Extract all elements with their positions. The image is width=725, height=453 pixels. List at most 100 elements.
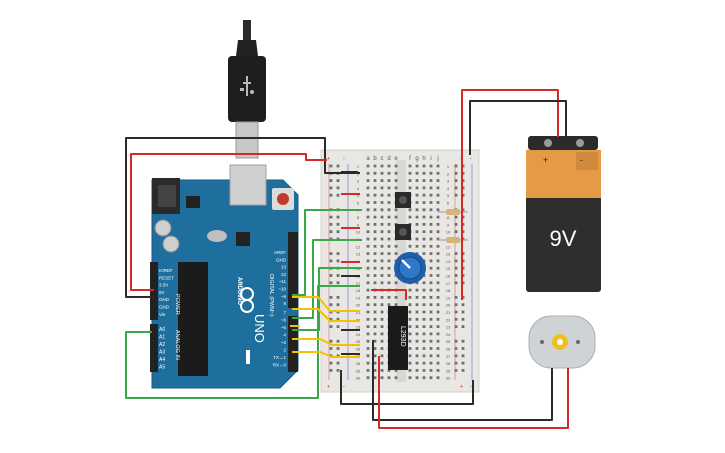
breadboard-hole[interactable] [436,317,440,321]
breadboard-hole[interactable] [394,208,398,212]
breadboard-hole[interactable] [366,252,370,255]
rail-hole[interactable] [461,303,465,307]
breadboard-hole[interactable] [408,325,412,328]
breadboard-hole[interactable] [366,332,370,336]
breadboard-hole[interactable] [436,347,440,350]
breadboard-hole[interactable] [422,230,426,234]
breadboard-hole[interactable] [429,164,433,168]
breadboard-hole[interactable] [373,310,377,314]
breadboard-hole[interactable] [436,274,440,277]
breadboard-hole[interactable] [366,201,370,204]
breadboard-hole[interactable] [380,179,384,182]
breadboard-hole[interactable] [380,223,384,226]
breadboard-hole[interactable] [429,230,433,234]
rail-hole[interactable] [454,193,458,197]
breadboard-hole[interactable] [373,339,377,343]
rail-hole[interactable] [336,347,340,350]
breadboard-hole[interactable] [366,193,370,197]
breadboard-hole[interactable] [366,354,370,358]
breadboard-hole[interactable] [415,171,419,175]
breadboard-hole[interactable] [429,186,433,190]
breadboard-hole[interactable] [373,179,377,182]
rail-hole[interactable] [454,361,458,365]
breadboard-hole[interactable] [373,230,377,234]
breadboard-hole[interactable] [366,339,370,343]
breadboard-hole[interactable] [394,186,398,190]
rail-hole[interactable] [454,274,458,277]
breadboard-hole[interactable] [366,215,370,219]
breadboard-hole[interactable] [387,164,391,168]
rail-hole[interactable] [454,186,458,190]
rail-hole[interactable] [329,215,333,219]
breadboard-hole[interactable] [366,179,370,182]
breadboard-hole[interactable] [422,347,426,350]
breadboard-hole[interactable] [408,303,412,307]
breadboard-hole[interactable] [394,215,398,219]
breadboard-hole[interactable] [415,303,419,307]
breadboard-hole[interactable] [366,288,370,292]
rail-hole[interactable] [454,310,458,314]
breadboard-hole[interactable] [415,325,419,328]
breadboard-hole[interactable] [415,215,419,219]
breadboard-hole[interactable] [429,361,433,365]
breadboard-hole[interactable] [373,252,377,255]
breadboard-hole[interactable] [436,303,440,307]
breadboard-hole[interactable] [366,296,370,299]
breadboard-hole[interactable] [380,266,384,270]
rail-hole[interactable] [329,347,333,350]
breadboard-hole[interactable] [408,347,412,350]
breadboard-hole[interactable] [366,259,370,263]
rail-hole[interactable] [329,303,333,307]
breadboard-hole[interactable] [366,325,370,328]
breadboard-hole[interactable] [408,361,412,365]
breadboard-hole[interactable] [366,281,370,285]
rail-hole[interactable] [336,361,340,365]
rail-hole[interactable] [454,296,458,299]
breadboard-hole[interactable] [366,164,370,168]
breadboard-hole[interactable] [422,215,426,219]
breadboard-hole[interactable] [373,186,377,190]
breadboard-hole[interactable] [387,376,391,380]
breadboard-hole[interactable] [436,354,440,358]
breadboard-hole[interactable] [429,332,433,336]
breadboard-hole[interactable] [415,376,419,380]
battery-9v[interactable]: + - 9V [526,136,601,292]
breadboard-hole[interactable] [380,281,384,285]
breadboard-hole[interactable] [394,281,398,285]
breadboard-hole[interactable] [373,259,377,263]
breadboard-hole[interactable] [429,201,433,204]
breadboard-hole[interactable] [429,179,433,182]
breadboard-hole[interactable] [408,171,412,175]
breadboard-hole[interactable] [436,259,440,263]
rail-hole[interactable] [336,179,340,182]
breadboard-hole[interactable] [436,332,440,336]
breadboard-hole[interactable] [408,317,412,321]
breadboard-hole[interactable] [415,317,419,321]
breadboard-hole[interactable] [408,288,412,292]
rail-hole[interactable] [336,296,340,299]
breadboard-hole[interactable] [436,215,440,219]
breadboard-hole[interactable] [387,230,391,234]
breadboard-hole[interactable] [415,252,419,255]
breadboard-hole[interactable] [422,303,426,307]
breadboard-hole[interactable] [394,296,398,299]
breadboard-hole[interactable] [373,208,377,212]
rail-hole[interactable] [336,193,340,197]
breadboard-hole[interactable] [436,223,440,226]
breadboard-hole[interactable] [429,347,433,350]
breadboard-hole[interactable] [422,208,426,212]
breadboard-hole[interactable] [373,237,377,241]
rail-hole[interactable] [336,215,340,219]
rail-hole[interactable] [454,325,458,328]
breadboard-hole[interactable] [429,281,433,285]
breadboard-hole[interactable] [373,376,377,380]
breadboard-hole[interactable] [429,237,433,241]
breadboard-hole[interactable] [366,244,370,248]
breadboard-hole[interactable] [436,230,440,234]
breadboard-hole[interactable] [387,266,391,270]
breadboard-hole[interactable] [415,354,419,358]
breadboard-hole[interactable] [436,266,440,270]
breadboard-hole[interactable] [408,186,412,190]
rail-hole[interactable] [454,230,458,234]
breadboard-hole[interactable] [436,179,440,182]
